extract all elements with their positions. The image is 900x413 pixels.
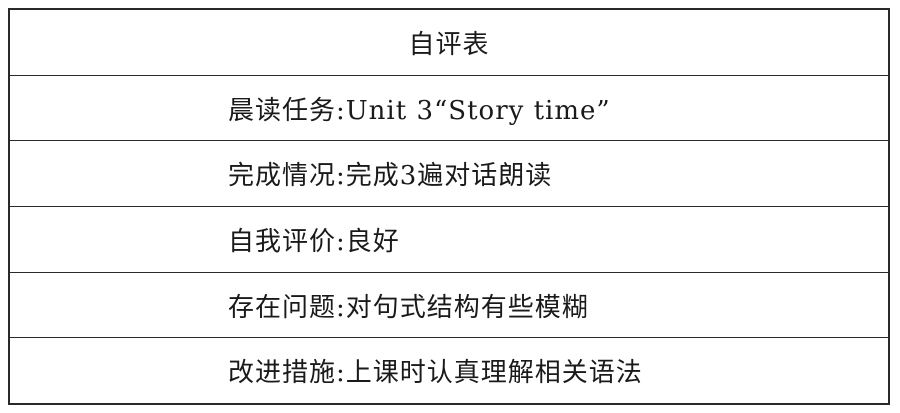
row-text: 存在问题:对句式结构有些模糊 xyxy=(10,287,589,324)
row-label: 改进措施: xyxy=(228,358,346,389)
row-value: 良好 xyxy=(345,226,400,257)
table-row-problems: 存在问题:对句式结构有些模糊 xyxy=(10,273,888,339)
table-row-self-assessment: 自我评价:良好 xyxy=(10,207,888,273)
table-row-improvements: 改进措施:上课时认真理解相关语法 xyxy=(10,338,888,403)
table-row-morning-task: 晨读任务:Unit 3“Story time” xyxy=(10,76,888,142)
row-value: 对句式结构有些模糊 xyxy=(345,292,589,323)
row-label: 晨读任务: xyxy=(228,95,346,126)
row-text: 改进措施:上课时认真理解相关语法 xyxy=(10,352,643,389)
row-text: 自我评价:良好 xyxy=(10,221,400,258)
row-label: 存在问题: xyxy=(228,292,346,323)
self-evaluation-table: 自评表 晨读任务:Unit 3“Story time” 完成情况:完成3遍对话朗… xyxy=(8,8,890,405)
row-value: 完成3遍对话朗读 xyxy=(345,161,553,192)
row-value: Unit 3“Story time” xyxy=(345,95,611,126)
row-label: 自我评价: xyxy=(228,226,346,257)
row-text: 晨读任务:Unit 3“Story time” xyxy=(10,90,611,127)
table-row-completion: 完成情况:完成3遍对话朗读 xyxy=(10,141,888,208)
row-text: 完成情况:完成3遍对话朗读 xyxy=(10,155,552,192)
table-title: 自评表 xyxy=(408,29,490,60)
table-title-row: 自评表 xyxy=(10,10,888,76)
row-value: 上课时认真理解相关语法 xyxy=(345,358,643,389)
row-label: 完成情况: xyxy=(228,161,346,192)
